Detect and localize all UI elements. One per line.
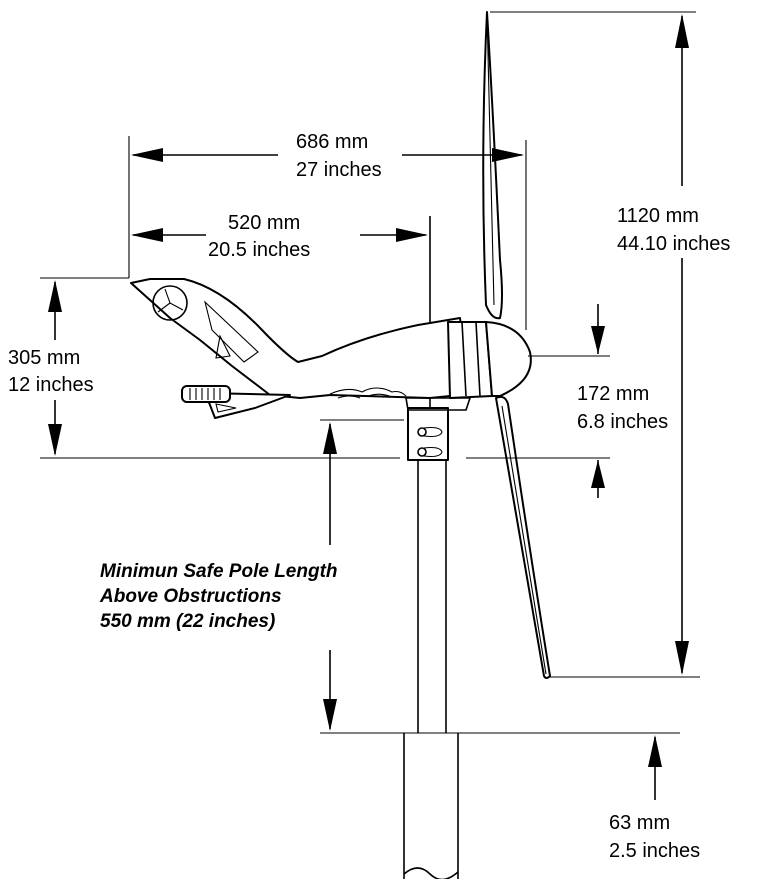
label-520-mm: 520 mm: [228, 212, 300, 234]
rotor-blades: [482, 11, 551, 679]
label-172-mm: 172 mm: [577, 383, 649, 405]
dim-172-line: [591, 304, 605, 498]
label-686-mm: 686 mm: [296, 131, 368, 153]
label-1120-inches: 44.10 inches: [617, 233, 730, 255]
dim-520-line: [131, 228, 428, 242]
label-63-mm: 63 mm: [609, 812, 670, 834]
label-63-inches: 2.5 inches: [609, 840, 700, 862]
extension-lines: [40, 11, 700, 734]
note-line-1: Minimun Safe Pole Length: [100, 561, 338, 582]
label-520-inches: 20.5 inches: [208, 239, 310, 261]
label-172-inches: 6.8 inches: [577, 411, 668, 433]
label-686-inches: 27 inches: [296, 159, 382, 181]
dim-550-line: [323, 422, 337, 731]
label-1120-mm: 1120 mm: [617, 205, 699, 227]
note-line-2: Above Obstructions: [99, 586, 282, 607]
label-305-inches: 12 inches: [8, 374, 94, 396]
note-line-3: 550 mm (22 inches): [100, 611, 275, 632]
label-305-mm: 305 mm: [8, 347, 80, 369]
dim-686-line: [131, 148, 524, 162]
turbine-body: [130, 278, 532, 461]
dim-63-line: [648, 735, 662, 800]
pole: [403, 216, 459, 879]
dim-1120-line: [675, 14, 689, 675]
dim-305-line: [48, 280, 62, 456]
